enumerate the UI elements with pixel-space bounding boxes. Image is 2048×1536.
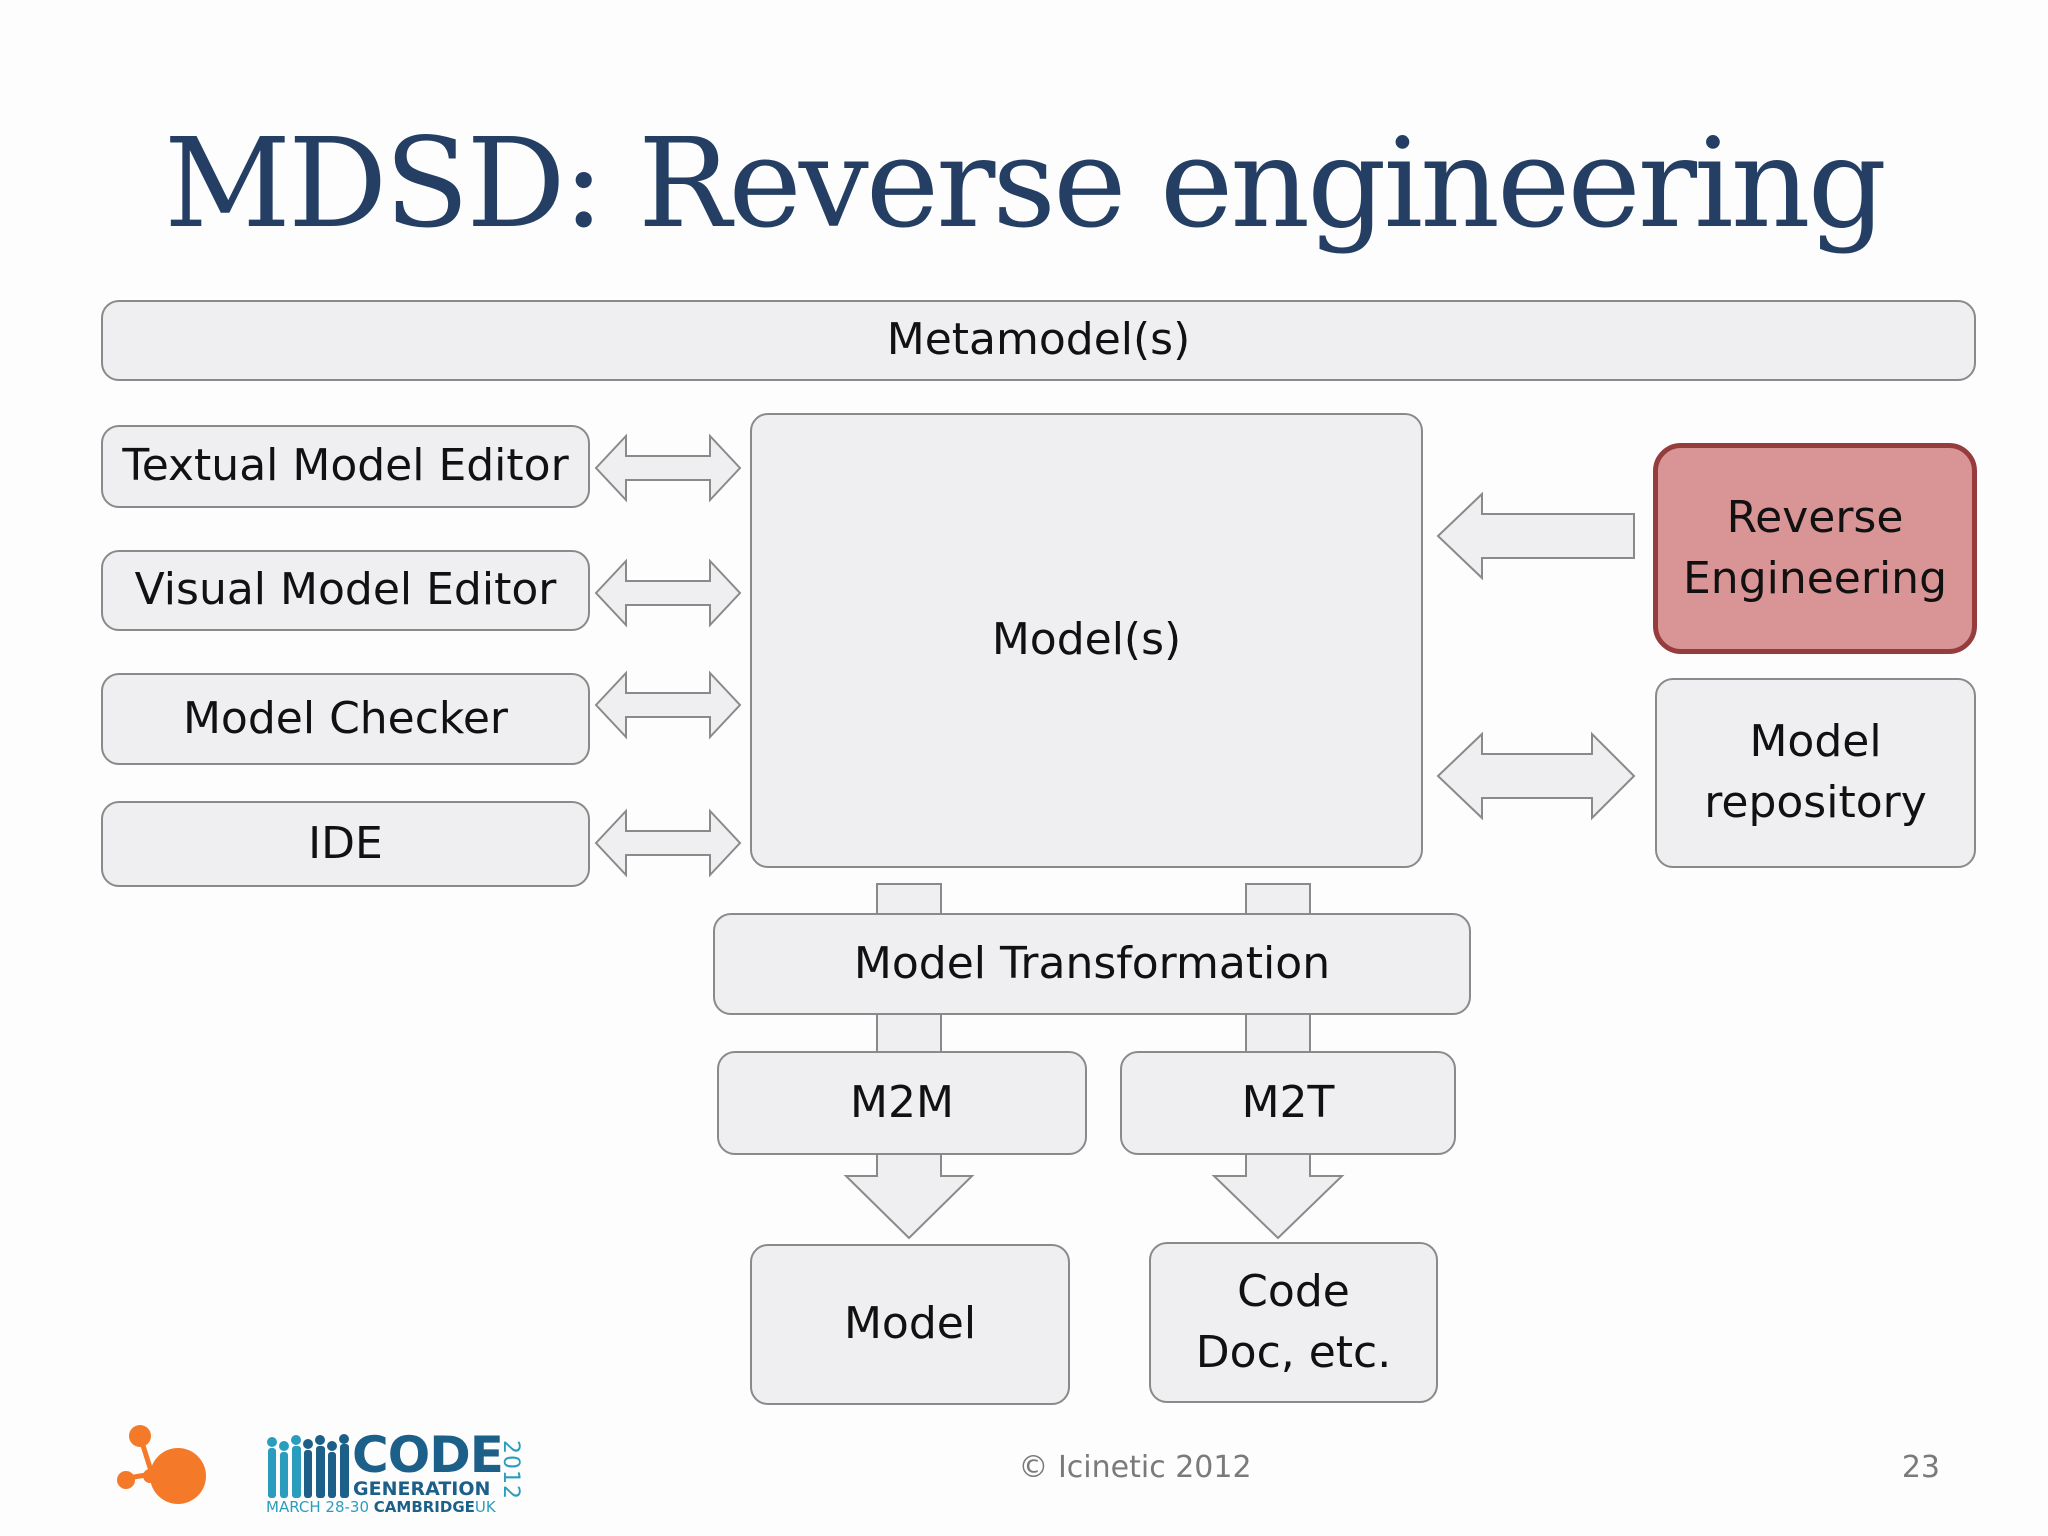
double-arrow-repository xyxy=(1436,731,1636,821)
textual-model-editor-box: Textual Model Editor xyxy=(101,425,590,508)
connector-right-top xyxy=(1245,883,1311,915)
icinetic-logo-icon xyxy=(117,1425,206,1504)
logo-country: UK xyxy=(474,1498,496,1516)
code-output-line2: Doc, etc. xyxy=(1195,1326,1392,1378)
model-checker-box: Model Checker xyxy=(101,673,590,765)
connector-left-top xyxy=(876,883,942,915)
double-arrow-textual xyxy=(594,433,742,503)
ide-box: IDE xyxy=(101,801,590,887)
logo-dates: MARCH 28-30 xyxy=(266,1498,369,1516)
copyright-text: © Icinetic 2012 xyxy=(1018,1450,1252,1485)
double-arrow-ide xyxy=(594,808,742,878)
models-box: Model(s) xyxy=(750,413,1423,868)
m2m-box: M2M xyxy=(717,1051,1087,1155)
code-output-line1: Code xyxy=(1237,1265,1350,1317)
page-number: 23 xyxy=(1901,1450,1940,1485)
arrow-down-m2m xyxy=(843,1153,975,1240)
logo-date-text: MARCH 28-30 CAMBRIDGEUK xyxy=(266,1498,496,1516)
code-output-box: Code Doc, etc. xyxy=(1149,1242,1438,1403)
arrow-down-m2t xyxy=(1211,1153,1345,1240)
m2t-box: M2T xyxy=(1120,1051,1456,1155)
slide-title: MDSD: Reverse engineering xyxy=(164,112,1887,256)
logo-generation-text: GENERATION xyxy=(353,1478,491,1500)
model-transformation-box: Model Transformation xyxy=(713,913,1471,1015)
logo-city: CAMBRIDGE xyxy=(373,1498,475,1516)
logo-code-text: CODE xyxy=(352,1426,504,1484)
model-repository-label: Model repository xyxy=(1704,716,1927,828)
reverse-engineering-label: Reverse Engineering xyxy=(1683,491,1947,604)
model-repository-box: Model repository xyxy=(1655,678,1976,868)
metamodel-box: Metamodel(s) xyxy=(101,300,1976,381)
model-output-box: Model xyxy=(750,1244,1070,1405)
logo-year-text: 2012 xyxy=(498,1440,523,1500)
arrow-reverse-to-models xyxy=(1436,491,1635,581)
visual-model-editor-box: Visual Model Editor xyxy=(101,550,590,631)
people-silhouettes-icon xyxy=(267,1434,349,1498)
reverse-engineering-box: Reverse Engineering xyxy=(1653,443,1977,654)
double-arrow-checker xyxy=(594,670,742,740)
connector-left-mid xyxy=(876,1013,942,1053)
code-generation-logo: CODE GENERATION 2012 MARCH 28-30 CAMBRID… xyxy=(262,1426,532,1516)
double-arrow-visual xyxy=(594,558,742,628)
connector-right-mid xyxy=(1245,1013,1311,1053)
